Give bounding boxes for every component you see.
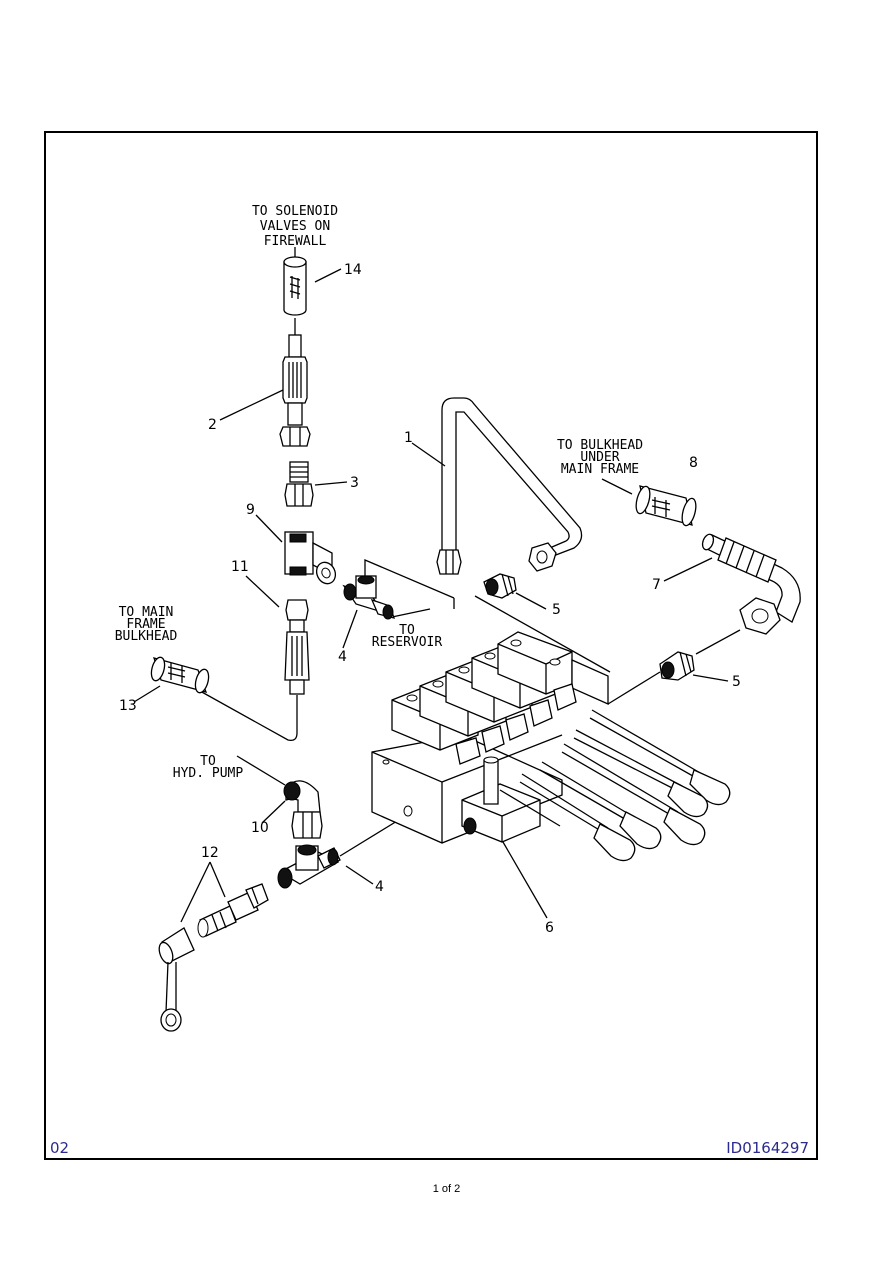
part-1-tube <box>436 397 583 575</box>
figure-id: ID0164297 <box>726 1139 809 1157</box>
label-main-frame: TO MAIN FRAME BULKHEAD <box>115 605 178 644</box>
page-number: 1 of 2 <box>432 1183 461 1195</box>
callout-9: 9 <box>246 502 255 518</box>
callout-1: 1 <box>404 430 413 446</box>
leader-pump <box>236 755 286 786</box>
callout-13: 13 <box>119 698 137 714</box>
label-main-frame-line2: FRAME <box>126 617 165 632</box>
line-7-to-5b <box>695 629 741 655</box>
callout-14: 14 <box>344 262 362 278</box>
part-2-hose <box>279 318 311 447</box>
callout-7: 7 <box>652 577 661 593</box>
leader-5a <box>515 592 547 610</box>
callout-11: 11 <box>231 559 249 575</box>
leader-14 <box>314 268 342 283</box>
part-12-quick-coupler <box>197 883 269 938</box>
line-5b-to-valve <box>607 671 661 705</box>
leader-11 <box>245 575 280 608</box>
leader-4a <box>342 609 358 649</box>
label-reservoir-line1: TO <box>399 623 415 638</box>
leader-2 <box>219 389 284 421</box>
label-bulkhead-under-line3: MAIN FRAME <box>561 462 639 477</box>
label-main-frame-line1: TO MAIN <box>119 605 174 620</box>
part-5-connector-a <box>483 573 517 599</box>
leader-13 <box>133 685 161 703</box>
callout-10: 10 <box>251 820 269 836</box>
figure-code: 02 <box>50 1139 70 1157</box>
leader-6 <box>502 841 548 919</box>
callout-6: 6 <box>545 920 554 936</box>
part-4-tee-lower <box>277 817 403 889</box>
label-main-frame-line3: BULKHEAD <box>115 629 178 644</box>
callout-2: 2 <box>208 417 217 433</box>
leader-3 <box>314 481 348 486</box>
leader-5b <box>692 674 729 682</box>
part-10-elbow <box>283 780 323 839</box>
label-solenoid: TO SOLENOID VALVES ON FIREWALL <box>252 204 338 249</box>
part-3-adapter <box>284 461 314 507</box>
part-13-protective-cap <box>150 656 210 694</box>
leader-7 <box>663 557 713 582</box>
drawing-frame <box>44 131 818 1160</box>
leader-10 <box>261 800 286 824</box>
label-pump-line1: TO <box>200 754 216 769</box>
leader-9 <box>255 514 283 543</box>
callout-8: 8 <box>689 455 698 471</box>
callout-4b: 4 <box>375 879 384 895</box>
part-12-dust-cap <box>158 927 195 1032</box>
callouts: 14 2 3 9 11 13 1 8 7 5 5 4 4 10 12 6 <box>119 262 741 936</box>
label-solenoid-line1: TO SOLENOID <box>252 204 338 219</box>
part-9-tee <box>284 531 337 585</box>
part-11-hose <box>199 599 310 741</box>
leader-4b <box>345 865 374 885</box>
label-bulkhead-under: TO BULKHEAD UNDER MAIN FRAME <box>557 438 643 477</box>
valve-handles <box>499 709 731 862</box>
label-bulkhead-under-line2: UNDER <box>580 450 619 465</box>
part-7-elbow-hose <box>701 533 801 635</box>
label-solenoid-line2: VALVES ON <box>260 219 330 234</box>
part-8-protective-cap <box>635 485 697 527</box>
label-solenoid-line3: FIREWALL <box>264 234 327 249</box>
leader-12b <box>209 861 226 898</box>
label-pump-line2: HYD. PUMP <box>173 766 244 781</box>
leader-reservoir-b <box>391 608 431 618</box>
callout-3: 3 <box>350 475 359 491</box>
part-5-connector-b <box>659 651 695 681</box>
label-reservoir-line2: RESERVOIR <box>372 635 443 650</box>
callout-12: 12 <box>201 845 219 861</box>
valve-sections <box>391 631 573 751</box>
part-14-protective-cap <box>283 247 307 316</box>
leader-12a <box>180 861 211 923</box>
callout-5a: 5 <box>552 602 561 618</box>
callout-5b: 5 <box>732 674 741 690</box>
label-reservoir: TO RESERVOIR <box>372 623 443 650</box>
label-pump: TO HYD. PUMP <box>173 754 244 781</box>
leader-lines <box>133 268 729 923</box>
leader-bulkhead <box>601 478 633 495</box>
part-4-tee-upper <box>342 575 395 620</box>
leader-1 <box>411 442 446 467</box>
callout-4a: 4 <box>338 649 347 665</box>
part-6-control-valve <box>371 631 731 862</box>
line-valve-top <box>474 595 611 673</box>
label-bulkhead-under-line1: TO BULKHEAD <box>557 438 643 453</box>
